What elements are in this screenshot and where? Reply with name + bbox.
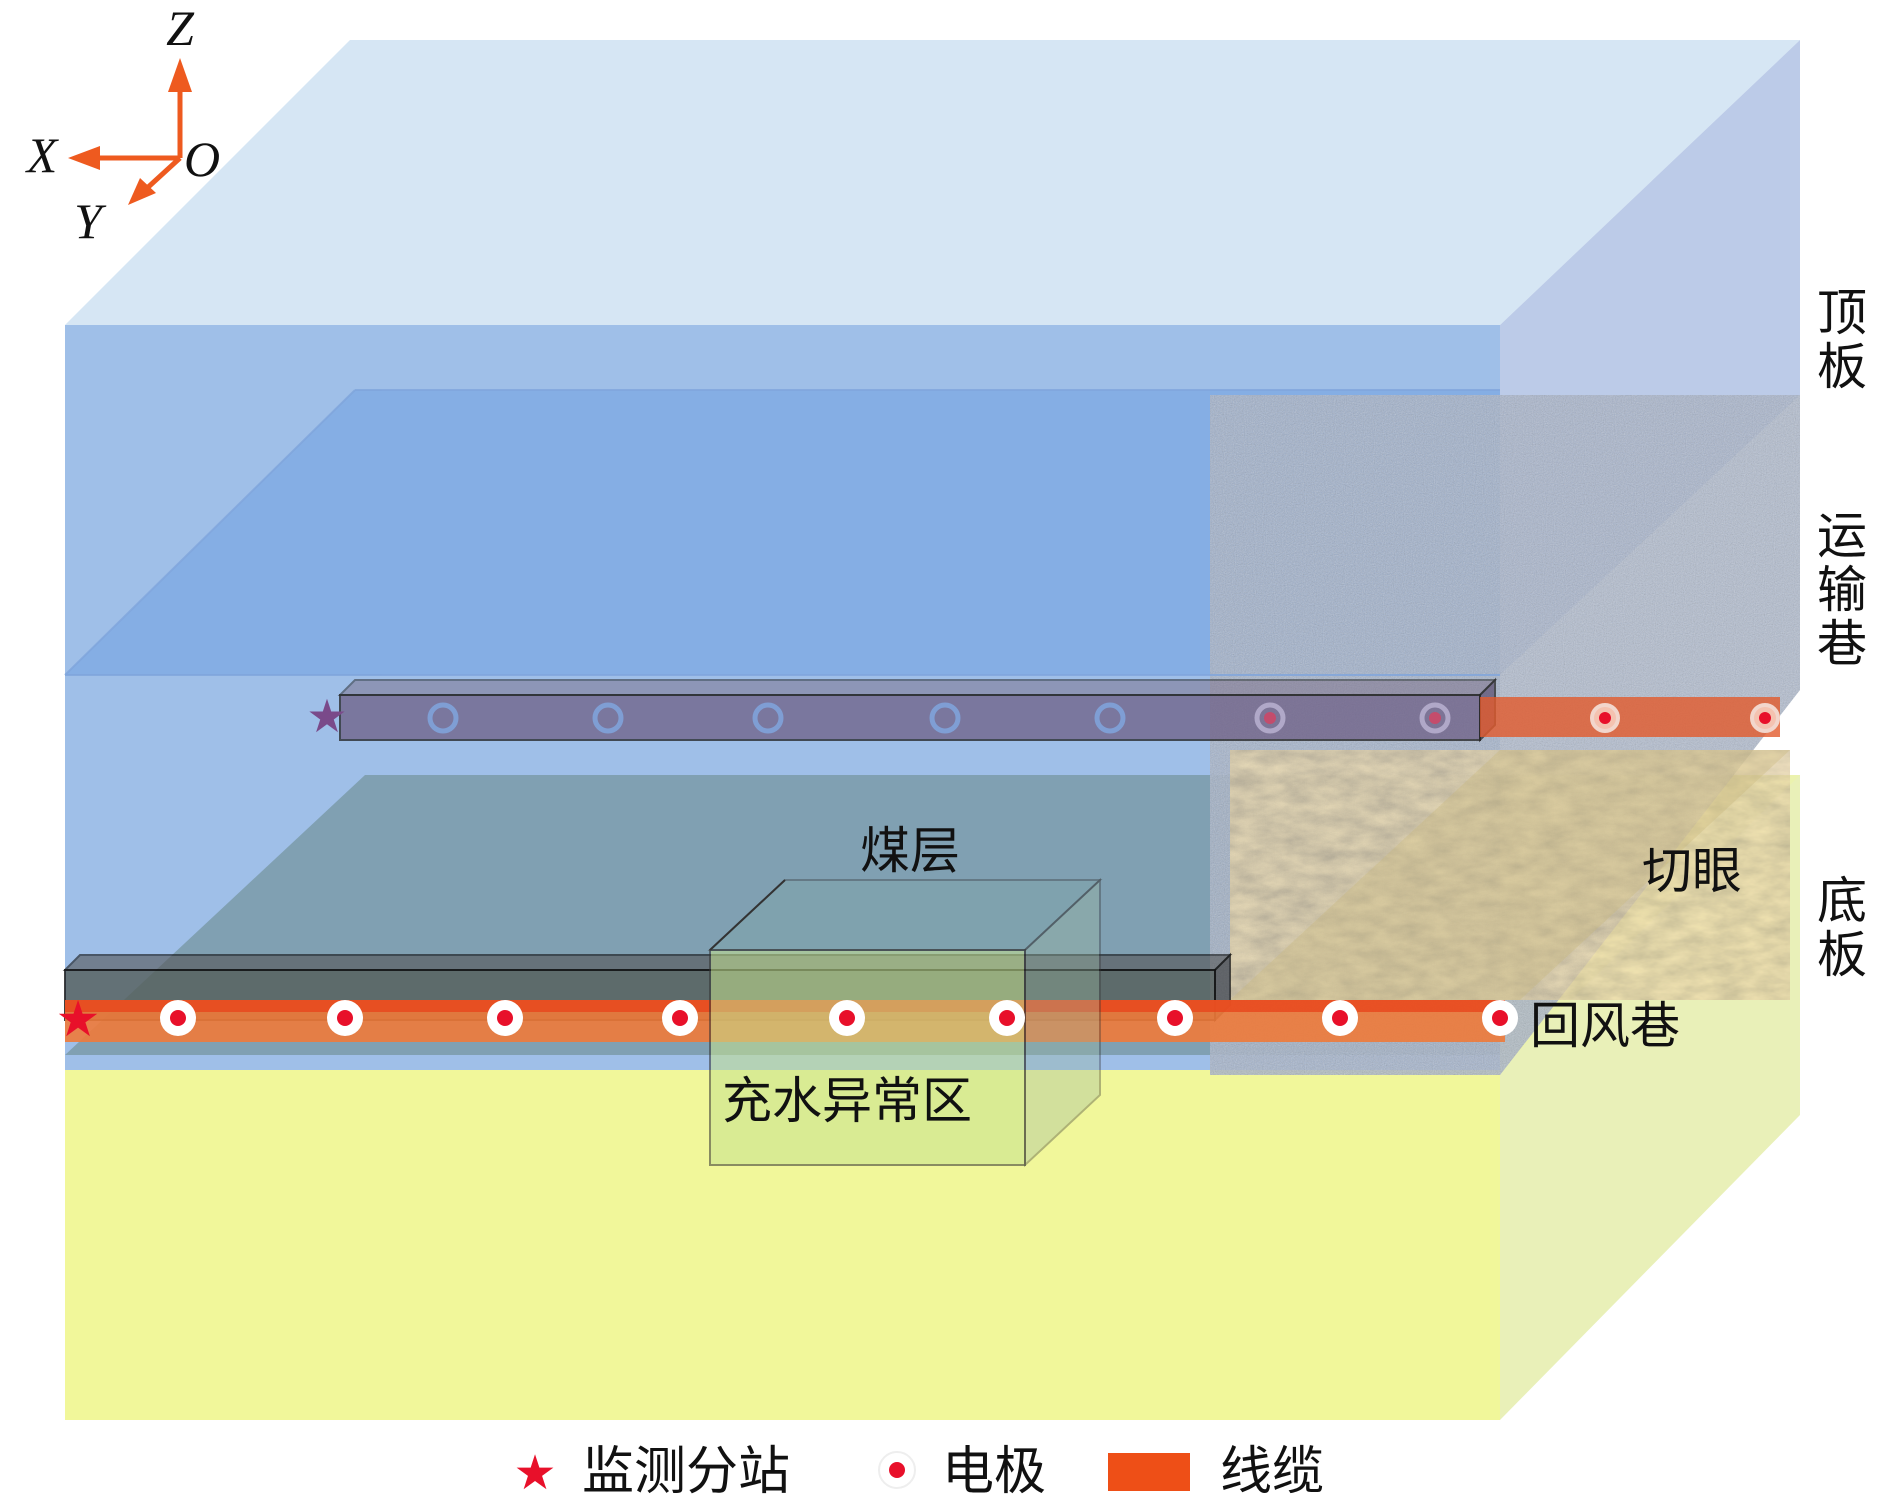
legend-electrode-label: 电极 xyxy=(942,1442,1046,1502)
axes-icon: Z X O Y xyxy=(25,0,220,249)
legend-cable-label: 线缆 xyxy=(1220,1442,1324,1502)
electrode xyxy=(1759,712,1771,724)
layer-edges xyxy=(64,389,1500,676)
axis-y-label: Y xyxy=(74,193,107,249)
electrode xyxy=(1094,702,1126,734)
transport-roadway-label: 运输巷 xyxy=(1809,509,1867,671)
station-star-transport: ★ xyxy=(306,689,347,743)
transport-roadway xyxy=(337,677,1780,743)
electrode xyxy=(929,702,961,734)
electrode xyxy=(592,702,624,734)
region-labels: 煤层 充水异常区 回风巷 切眼 xyxy=(722,822,1742,1130)
electrode xyxy=(327,1000,363,1036)
electrode xyxy=(1264,712,1276,724)
station-star-return: ★ xyxy=(56,990,101,1048)
legend: ★ 监测分站 电极 线缆 xyxy=(513,1442,1324,1502)
floor-label: 底板 xyxy=(1809,874,1867,982)
axis-x-label: X xyxy=(25,127,60,183)
electrode xyxy=(662,1000,698,1036)
side-labels: 顶板 运输巷 底板 xyxy=(1809,286,1867,982)
electrode xyxy=(1157,1000,1193,1036)
electrode xyxy=(1599,712,1611,724)
electrode xyxy=(487,1000,523,1036)
electrode xyxy=(427,702,459,734)
electrode xyxy=(1254,702,1286,734)
open-off-cut-label: 切眼 xyxy=(1642,842,1742,900)
axis-z-label: Z xyxy=(166,0,195,56)
legend-electrode-icon xyxy=(878,1451,916,1489)
electrode xyxy=(989,1000,1025,1036)
transport-electrodes: ★ xyxy=(306,689,1780,743)
electrode xyxy=(829,1000,865,1036)
legend-station-icon: ★ xyxy=(513,1445,556,1501)
legend-cable-icon xyxy=(1108,1453,1190,1491)
water-anomaly-label: 充水异常区 xyxy=(722,1072,972,1130)
roof-layer xyxy=(65,40,1800,675)
return-airway-label: 回风巷 xyxy=(1530,997,1680,1055)
electrode xyxy=(752,702,784,734)
water-anomaly-box xyxy=(707,877,1103,1168)
electrode xyxy=(1322,1000,1358,1036)
return-electrodes: ★ xyxy=(56,990,1518,1048)
coal-seam-label: 煤层 xyxy=(860,822,960,880)
legend-station-label: 监测分站 xyxy=(582,1442,790,1502)
electrode xyxy=(1429,712,1441,724)
electrode xyxy=(1482,1000,1518,1036)
roof-label: 顶板 xyxy=(1809,286,1867,394)
electrode xyxy=(160,1000,196,1036)
axis-origin-label: O xyxy=(184,131,220,187)
electrode xyxy=(1419,702,1451,734)
